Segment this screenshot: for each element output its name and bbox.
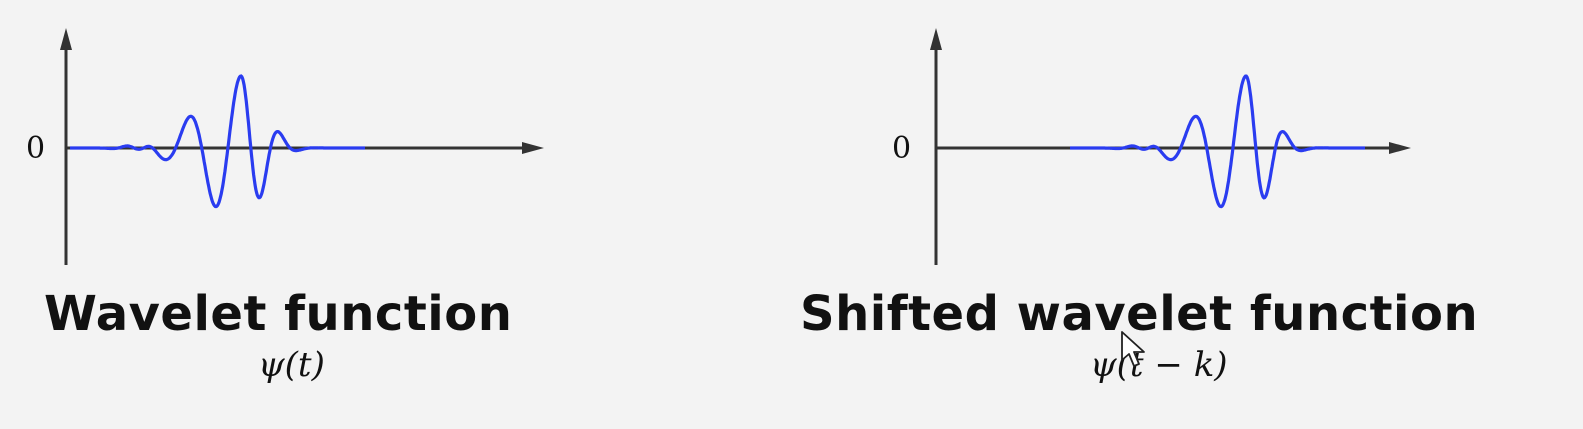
wavelet-curve: [70, 74, 365, 209]
panel-title: Wavelet function: [44, 286, 513, 342]
y-axis-arrow: [60, 28, 72, 50]
x-axis-arrow: [522, 142, 544, 154]
y-zero-label: 0: [892, 131, 912, 166]
wavelet-plot: [60, 28, 544, 265]
y-axis-arrow: [930, 28, 942, 50]
mouse-pointer-icon: [1121, 331, 1145, 367]
shifted-wavelet-plot: [930, 28, 1411, 265]
x-axis-arrow: [1389, 142, 1411, 154]
panel-formula: ψ(t − k): [1090, 345, 1228, 385]
shifted-wavelet-curve: [1070, 74, 1365, 209]
panel-formula: ψ(t): [258, 345, 325, 385]
y-zero-label: 0: [26, 131, 46, 166]
panel-title: Shifted wavelet function: [800, 286, 1479, 342]
